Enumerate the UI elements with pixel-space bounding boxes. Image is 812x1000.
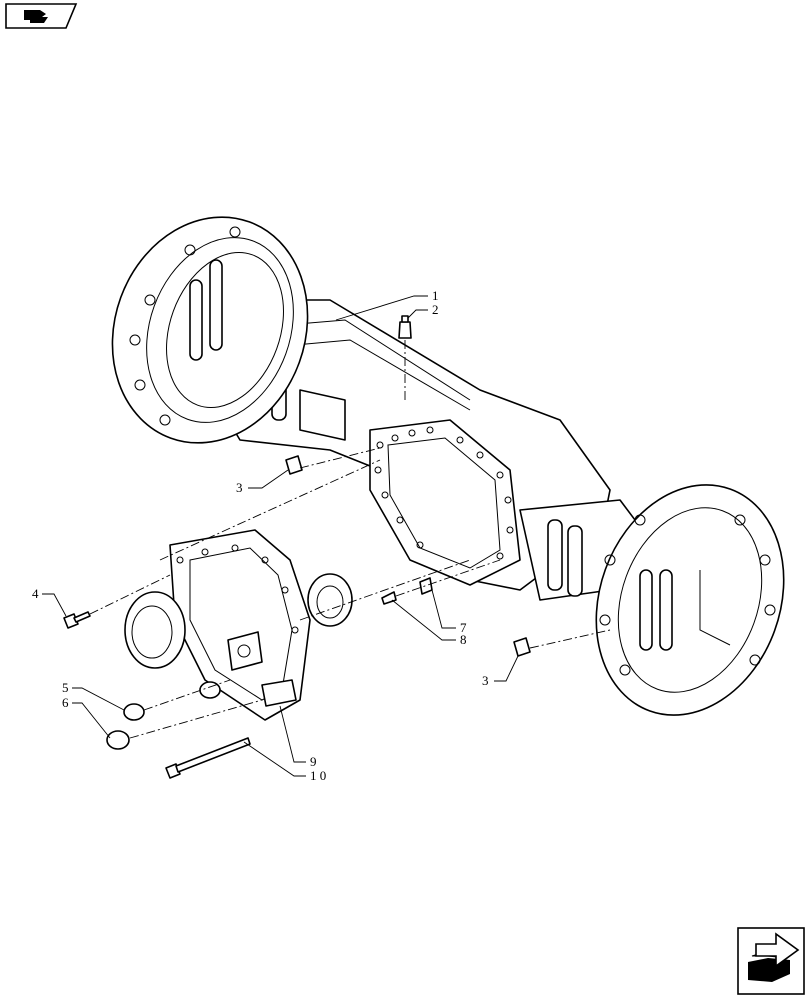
callout-2: 2: [432, 302, 439, 317]
drain-plug-left: [285, 447, 381, 475]
callout-7: 7: [460, 620, 467, 635]
drain-plug-right: [513, 629, 611, 657]
callout-4: 4: [32, 586, 39, 601]
book-nav-icon[interactable]: [5, 3, 78, 29]
callout-5: 5: [62, 680, 69, 695]
callout-9: 9: [310, 754, 317, 769]
callout-3-right: 3: [482, 673, 489, 688]
plug-5: [123, 679, 231, 721]
callout-3-left: 3: [236, 480, 243, 495]
breather-valve: [398, 315, 412, 400]
differential-carrier: [124, 459, 471, 721]
callout-6: 6: [62, 695, 69, 710]
long-bolt-10: [165, 737, 251, 779]
bolt-4: [63, 574, 171, 629]
callout-10: 1 0: [310, 768, 326, 783]
callout-1: 1: [432, 288, 439, 303]
next-page-arrow-icon[interactable]: [737, 927, 805, 995]
plug-6: [106, 699, 263, 750]
axle-housing: [111, 216, 785, 716]
callout-8: 8: [460, 632, 467, 647]
